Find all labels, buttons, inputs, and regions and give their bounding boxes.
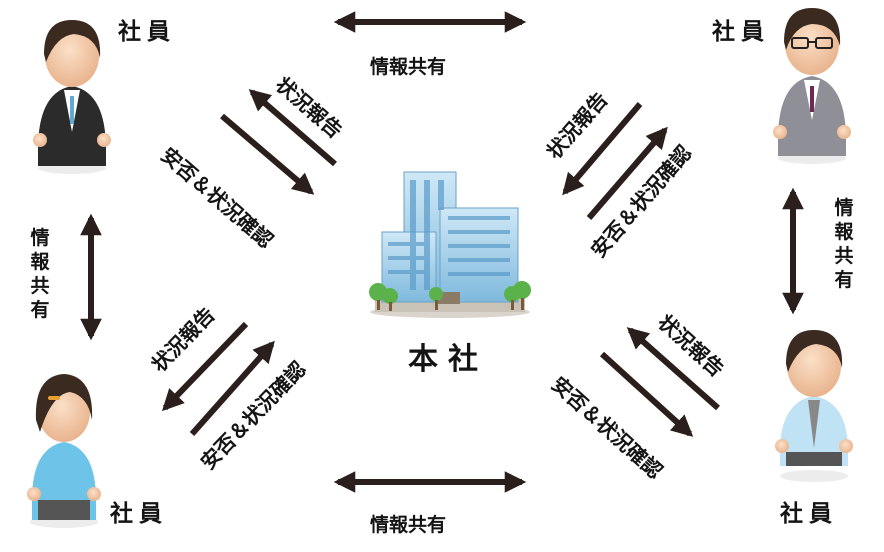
safety-check-arrow-top-right <box>586 126 668 220</box>
headquarters-building-icon <box>369 171 531 318</box>
status-report-arrow-bottom-right <box>626 327 720 411</box>
info-share-label-left: 情報共有 <box>30 227 50 321</box>
safety-check-arrow-bottom-left <box>189 340 275 436</box>
employee-label-bottom-left: 社員 <box>110 501 168 527</box>
employee-label-top-left: 社員 <box>118 19 176 45</box>
employee-label-bottom-right: 社員 <box>780 501 838 527</box>
safety-check-arrow-top-left <box>220 113 315 195</box>
employee-top-right-avatar <box>773 8 851 164</box>
info-share-label-bottom: 情報共有 <box>370 514 447 536</box>
headquarters-label: 本社 <box>408 342 488 377</box>
employee-bottom-right-avatar <box>775 330 853 482</box>
employee-bottom-left-avatar <box>27 374 101 528</box>
info-share-label-top: 情報共有 <box>370 56 447 78</box>
safety-check-arrow-bottom-right <box>599 351 694 437</box>
status-report-arrow-top-left <box>248 89 337 167</box>
employee-label-top-right: 社員 <box>712 19 770 45</box>
employee-top-left-avatar <box>33 20 111 174</box>
status-report-arrow-bottom-left <box>162 321 249 412</box>
info-share-label-right: 情報共有 <box>834 197 854 291</box>
status-report-arrow-top-right <box>562 102 643 196</box>
